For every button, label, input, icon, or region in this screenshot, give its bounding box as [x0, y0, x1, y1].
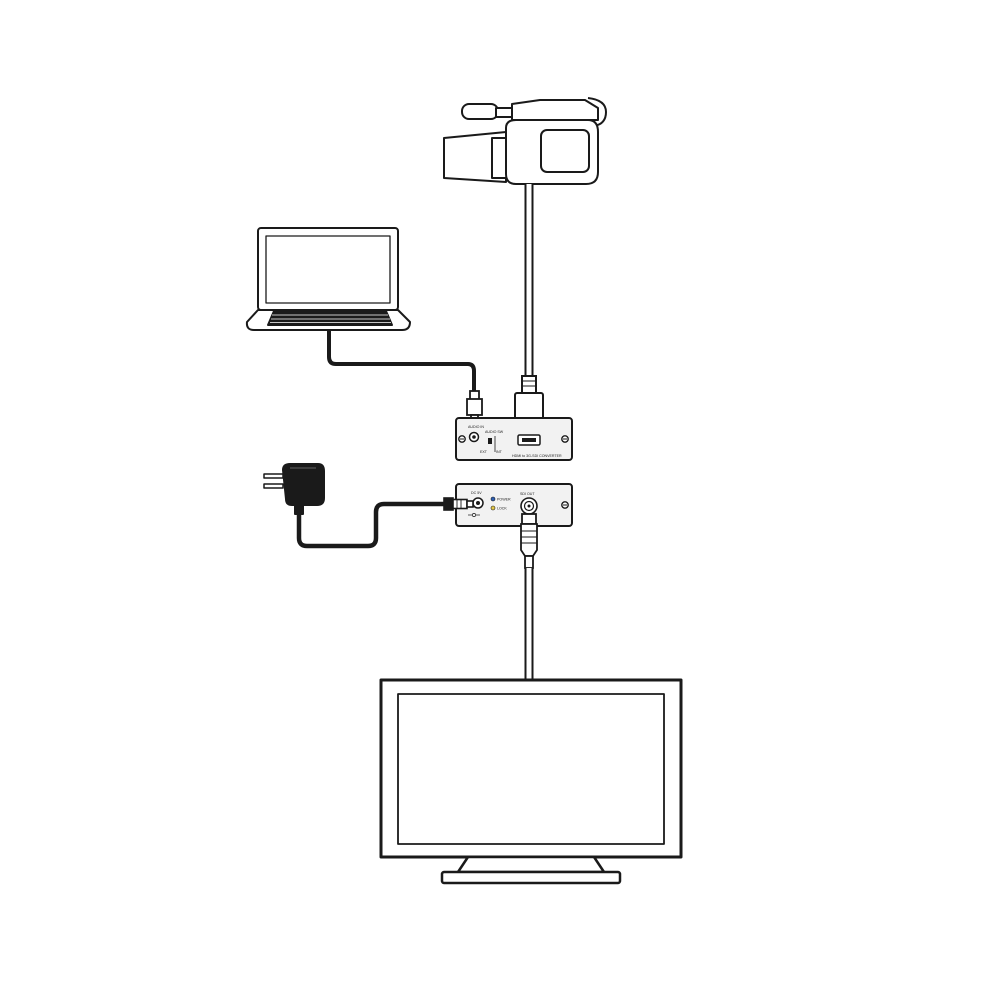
laptop-keyboard — [270, 314, 391, 323]
power-led-label: POWER — [497, 498, 511, 502]
bnc-plug-icon — [520, 513, 538, 569]
power-cable — [296, 501, 449, 549]
power-led — [490, 496, 496, 502]
laptop-icon — [245, 227, 411, 331]
sdi-out-label: SDI OUT — [520, 492, 535, 496]
power-adapter-icon — [263, 463, 325, 515]
model-label: HDMI to 3G-SDI CONVERTER — [512, 454, 562, 458]
camcorder-icon — [443, 97, 607, 185]
dc-plug-icon — [443, 497, 474, 511]
converter-input-panel — [455, 417, 573, 461]
converter-output-panel — [455, 483, 573, 527]
ext-label: EXT — [480, 450, 488, 454]
dc-label: DC 5V — [471, 491, 482, 495]
audio-switch-label: AUDIO SW — [485, 430, 504, 434]
audio-cable — [327, 329, 476, 395]
monitor-icon — [379, 678, 683, 885]
int-label: INT — [496, 450, 503, 454]
audio-in-label: AUDIO IN — [468, 425, 484, 429]
lock-led — [490, 505, 496, 511]
lock-led-label: LOCK — [497, 507, 507, 511]
